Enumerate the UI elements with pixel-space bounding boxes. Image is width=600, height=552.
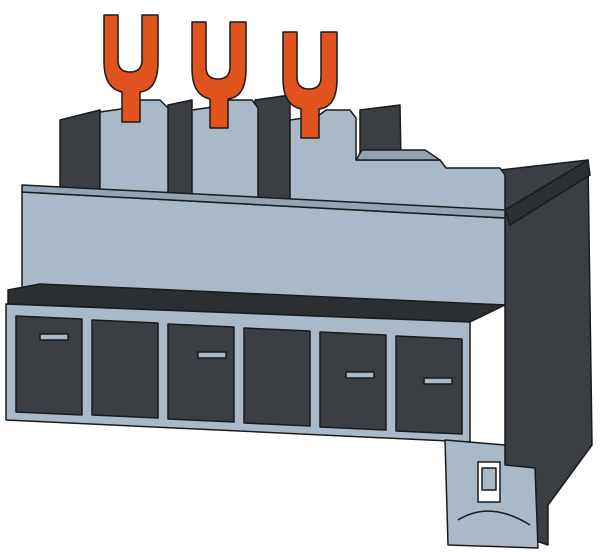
fork-terminal-1 [103,14,159,123]
slot-contact-3 [197,351,227,359]
slot-contacts [39,333,453,385]
fork-terminal-2 [191,21,247,129]
slot-3 [167,323,235,423]
front-ledge [7,283,506,323]
contact-plate-step [355,149,441,161]
right-side-top [504,159,591,226]
slot-contact-1 [39,333,69,341]
slot-1 [15,315,83,416]
bracket-clip [481,467,497,491]
slot-contact-6 [423,377,453,385]
fork-terminal-3 [282,31,338,139]
slot-6 [395,335,463,435]
slot-4 [243,327,311,427]
slot-5 [319,331,387,431]
slot-2 [91,319,159,419]
front-slots [15,315,463,435]
bracket-hook [457,510,531,526]
slot-contact-5 [345,371,375,379]
upper-top-edge [21,184,506,219]
